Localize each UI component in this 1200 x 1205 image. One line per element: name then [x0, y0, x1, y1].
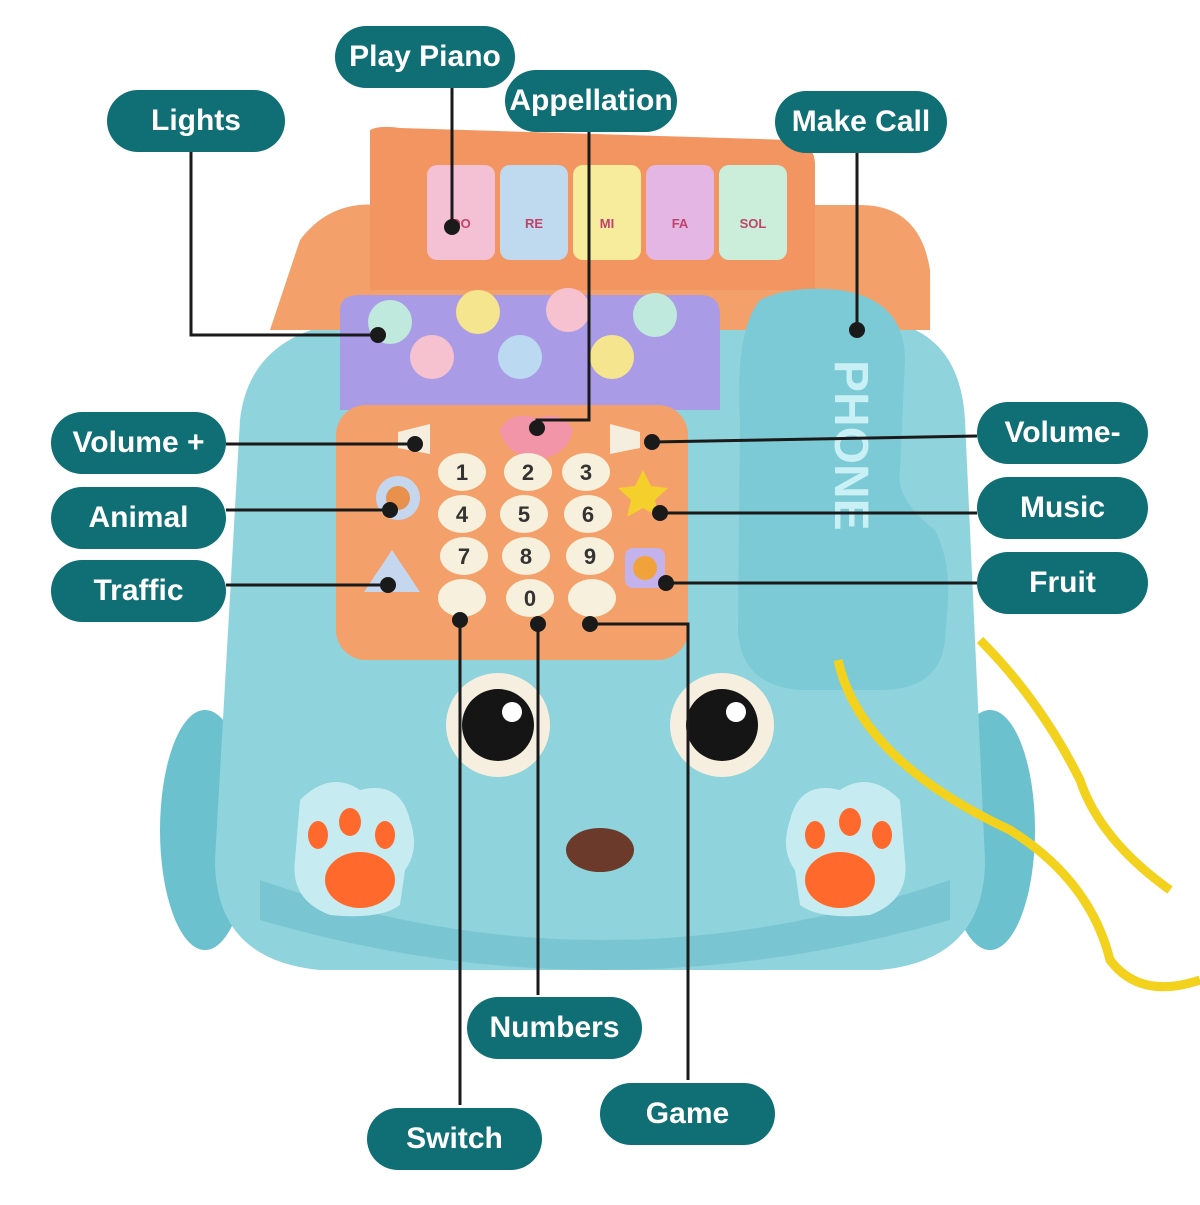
light-bulb[interactable] [590, 335, 634, 379]
leader-line-volume-minus [651, 434, 978, 444]
number-key-7[interactable] [440, 537, 488, 575]
number-key-0[interactable] [506, 579, 554, 617]
left-pupil [462, 689, 534, 761]
leader-line-lights [189, 150, 378, 337]
leader-dot [644, 434, 660, 450]
callout-volume-plus: Volume + [51, 412, 226, 474]
number-key-3[interactable] [562, 453, 610, 491]
left-paw-toe [308, 821, 328, 849]
music-button[interactable] [618, 470, 668, 517]
piano-key-sol[interactable] [719, 165, 787, 260]
number-key-2[interactable] [504, 453, 552, 491]
right-paw-toe [872, 821, 892, 849]
leader-dot [582, 616, 598, 632]
number-label: 0 [524, 586, 536, 611]
game-button[interactable] [568, 579, 616, 617]
volume-minus-button[interactable] [610, 424, 640, 454]
piano-key-fa[interactable] [646, 165, 714, 260]
number-label: 7 [458, 544, 470, 569]
piano-key-mi[interactable] [573, 165, 641, 260]
leader-dot [370, 327, 386, 343]
callout-lights: Lights [107, 90, 285, 152]
light-bulb[interactable] [410, 335, 454, 379]
left-paw-main [325, 852, 395, 908]
number-label: 3 [580, 460, 592, 485]
left-paw-toe [339, 808, 361, 836]
piano-key-label: MI [600, 216, 614, 231]
right-eye-shine [726, 702, 746, 722]
traffic-button[interactable] [364, 550, 420, 592]
callout-numbers: Numbers [467, 997, 642, 1059]
leader-dot [452, 612, 468, 628]
piano-key-label: FA [672, 216, 689, 231]
right-paw-toe [805, 821, 825, 849]
appellation-button[interactable] [500, 415, 573, 460]
leader-dot [382, 502, 398, 518]
handset-label: PHONE [824, 360, 877, 531]
piano-key-label: RE [525, 216, 543, 231]
left-paw-toe [375, 821, 395, 849]
pull-cord [833, 659, 1200, 992]
callout-appellation: Appellation [505, 70, 677, 132]
fruit-icon [633, 556, 657, 580]
callout-traffic: Traffic [51, 560, 226, 622]
callout-animal: Animal [51, 487, 226, 549]
right-pupil [686, 689, 758, 761]
leader-line-game [590, 622, 690, 1080]
callout-make-call: Make Call [775, 91, 947, 153]
number-label: 8 [520, 544, 532, 569]
number-key-8[interactable] [502, 537, 550, 575]
number-keys: 1 2 3 4 5 6 7 8 9 0 [438, 453, 616, 617]
piano-key-do[interactable] [427, 165, 495, 260]
callout-switch: Switch [367, 1108, 542, 1170]
light-bulb[interactable] [546, 288, 590, 332]
light-bulb[interactable] [633, 293, 677, 337]
right-paw-toe [839, 808, 861, 836]
leader-dot [380, 577, 396, 593]
light-bulb[interactable] [498, 335, 542, 379]
leader-dot [407, 436, 423, 452]
light-bulb[interactable] [456, 290, 500, 334]
number-key-1[interactable] [438, 453, 486, 491]
leader-dot [444, 219, 460, 235]
leader-dot [530, 616, 546, 632]
piano-key-re[interactable] [500, 165, 568, 260]
number-key-5[interactable] [500, 495, 548, 533]
piano: DO RE MI FA SOL [427, 165, 787, 260]
callout-game: Game [600, 1083, 775, 1145]
number-label: 1 [456, 460, 468, 485]
number-label: 4 [456, 502, 469, 527]
left-eye-shine [502, 702, 522, 722]
leader-lines [189, 85, 978, 1105]
right-paw-main [805, 852, 875, 908]
callout-fruit: Fruit [977, 552, 1148, 614]
leader-dot [658, 575, 674, 591]
number-label: 5 [518, 502, 530, 527]
number-key-9[interactable] [566, 537, 614, 575]
piano-key-label: SOL [740, 216, 767, 231]
callout-music: Music [977, 477, 1148, 539]
leader-dots [370, 219, 865, 632]
lights [368, 288, 677, 379]
leader-dot [652, 505, 668, 521]
switch-button[interactable] [438, 579, 486, 617]
callout-play-piano: Play Piano [335, 26, 515, 88]
number-key-4[interactable] [438, 495, 486, 533]
number-key-6[interactable] [564, 495, 612, 533]
leader-dot [849, 322, 865, 338]
pull-cord [976, 636, 1173, 894]
bumper [260, 880, 950, 970]
toy-phone: DO RE MI FA SOL PHONE [160, 126, 1200, 992]
number-label: 6 [582, 502, 594, 527]
nose [566, 828, 634, 872]
handset[interactable] [738, 288, 949, 690]
number-label: 9 [584, 544, 596, 569]
number-label: 2 [522, 460, 534, 485]
leader-dot [529, 420, 545, 436]
callout-volume-minus: Volume- [977, 402, 1148, 464]
